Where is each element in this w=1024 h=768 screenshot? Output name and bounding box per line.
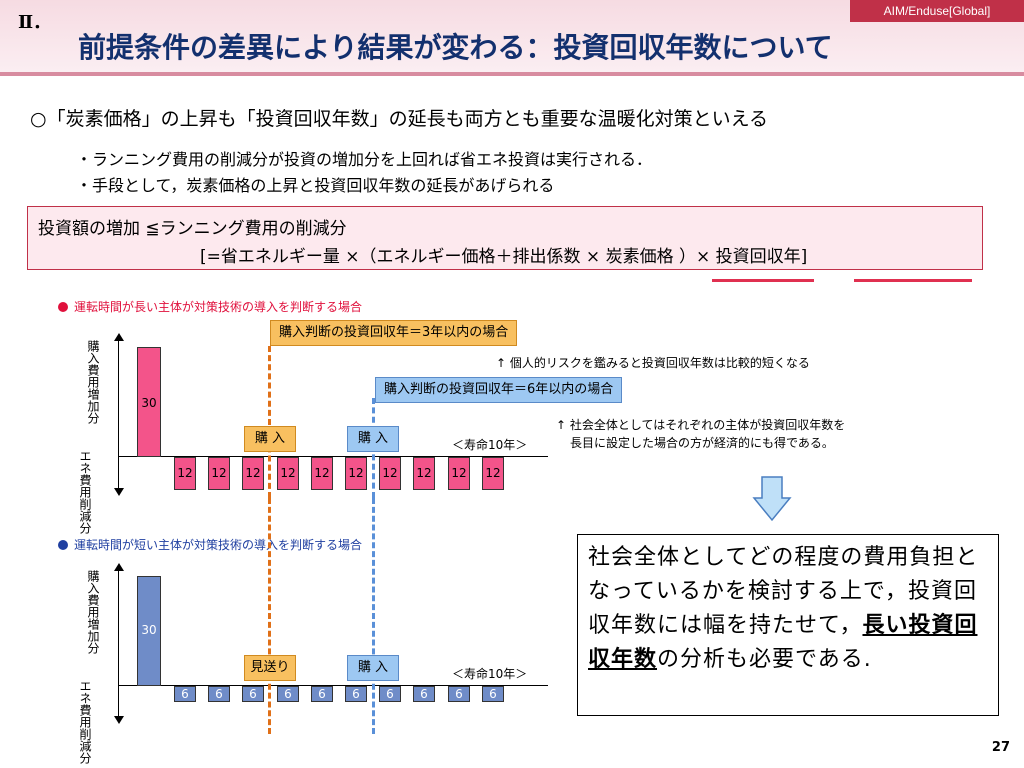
payback-6yr-line-lower (372, 498, 375, 734)
bottom-decision-6yr: 購 入 (347, 655, 399, 681)
top-section-title: 運転時間が長い主体が対策技術の導入を判断する場合 (58, 298, 362, 315)
bottom-saving-bar: 6 (242, 686, 264, 702)
bullet-1: ・ランニング費用の削減分が投資の増加分を上回れば省エネ投資は実行される． (76, 150, 653, 169)
bottom-y-label-upper: 購入費用増加分 (86, 570, 100, 654)
bullet-dot-icon (58, 540, 68, 550)
conclusion-emphasis: 長い投資回収年数 (588, 613, 978, 672)
formula-line-1: 投資額の増加 ≦ランニング費用の削減分 (38, 219, 347, 239)
bottom-saving-bar: 6 (448, 686, 470, 702)
top-saving-bar: 12 (174, 457, 196, 490)
arrow-down-icon (114, 716, 124, 724)
bottom-y-label-lower: エネ費用削減分 (78, 680, 92, 764)
conclusion-text: 社会全体としてどの程度の費用負担となっているかを検討する上で，投資回収年数には幅… (588, 545, 979, 638)
bottom-saving-bar: 6 (482, 686, 504, 702)
top-saving-bar: 12 (277, 457, 299, 490)
top-saving-bar: 12 (482, 457, 504, 490)
model-tag: AIM/Enduse[Global] (850, 0, 1024, 22)
header-divider (0, 72, 1024, 76)
bottom-saving-bar: 6 (208, 686, 230, 702)
conclusion-text-end: の分析も必要である. (657, 647, 872, 672)
payback-6yr-label: 購入判断の投資回収年＝6年以内の場合 (375, 377, 623, 403)
top-y-label-lower: エネ費用削減分 (78, 450, 92, 534)
bottom-saving-bar: 6 (413, 686, 435, 702)
top-y-label-lower-text: エネ費用削減分 (78, 450, 92, 534)
payback-underline (854, 279, 972, 282)
lead-statement: ○「炭素価格」の上昇も「投資回収年数」の延長も両方とも重要な温暖化対策といえる (30, 108, 769, 130)
arrow-up-icon (114, 333, 124, 341)
note-6yr-line2: 長目に設定した場合の方が経済的にも得である。 (570, 436, 834, 450)
bottom-baseline (118, 685, 548, 686)
top-decision-3yr: 購 入 (244, 426, 296, 452)
bottom-section-title: 運転時間が短い主体が対策技術の導入を判断する場合 (58, 536, 362, 553)
formula-box (27, 206, 983, 270)
top-saving-bar: 12 (413, 457, 435, 490)
bottom-investment-value: 30 (141, 623, 157, 637)
top-investment-value: 30 (141, 396, 157, 410)
top-decision-6yr: 購 入 (347, 426, 399, 452)
top-saving-bar: 12 (311, 457, 333, 490)
slide-title: 前提条件の差異により結果が変わる：投資回収年数について (78, 31, 833, 64)
top-saving-bar: 12 (208, 457, 230, 490)
bottom-decision-3yr: 見送り (244, 655, 296, 681)
bottom-saving-bar: 6 (174, 686, 196, 702)
top-saving-bar: 12 (345, 457, 367, 490)
top-saving-bar: 12 (242, 457, 264, 490)
down-arrow-icon (752, 476, 792, 522)
top-y-axis (118, 340, 119, 492)
bottom-y-label-lower-text: エネ費用削減分 (78, 680, 92, 764)
section-number: Ⅱ． (18, 12, 52, 33)
conclusion-box: 社会全体としてどの程度の費用負担となっているかを検討する上で，投資回収年数には幅… (577, 534, 999, 716)
arrow-up-icon (114, 563, 124, 571)
bottom-saving-bar: 6 (379, 686, 401, 702)
payback-3yr-line-lower (268, 498, 271, 734)
top-saving-bar: 12 (379, 457, 401, 490)
bottom-investment-bar: 30 (137, 576, 161, 686)
bottom-saving-bar: 6 (277, 686, 299, 702)
note-3yr: ↑ 個人的リスクを鑑みると投資回収年数は比較的短くなる (496, 356, 810, 370)
top-baseline (118, 456, 548, 457)
arrow-down-icon (114, 488, 124, 496)
payback-3yr-line (268, 346, 271, 498)
bottom-saving-bar: 6 (311, 686, 333, 702)
bullet-2: ・手段として，炭素価格の上昇と投資回収年数の延長があげられる (76, 176, 555, 195)
top-investment-bar: 30 (137, 347, 161, 457)
payback-3yr-label: 購入判断の投資回収年＝3年以内の場合 (270, 320, 518, 346)
top-lifetime-label: ＜寿命10年＞ (452, 438, 528, 452)
bottom-lifetime-label: ＜寿命10年＞ (452, 667, 528, 681)
note-6yr-line1: ↑ 社会全体としてはそれぞれの主体が投資回収年数を (556, 418, 846, 432)
top-y-label-upper: 購入費用増加分 (86, 340, 100, 424)
formula-line-2: [=省エネルギー量 ×（エネルギー価格＋排出係数 × 炭素価格 ）× 投資回収年… (200, 247, 808, 267)
bullet-dot-icon (58, 302, 68, 312)
top-section-title-text: 運転時間が長い主体が対策技術の導入を判断する場合 (74, 300, 363, 314)
carbon-price-underline (712, 279, 814, 282)
page-number: 27 (991, 740, 1010, 755)
top-saving-bar: 12 (448, 457, 470, 490)
bottom-y-axis (118, 570, 119, 720)
bottom-section-title-text: 運転時間が短い主体が対策技術の導入を判断する場合 (74, 538, 363, 552)
bottom-saving-bar: 6 (345, 686, 367, 702)
